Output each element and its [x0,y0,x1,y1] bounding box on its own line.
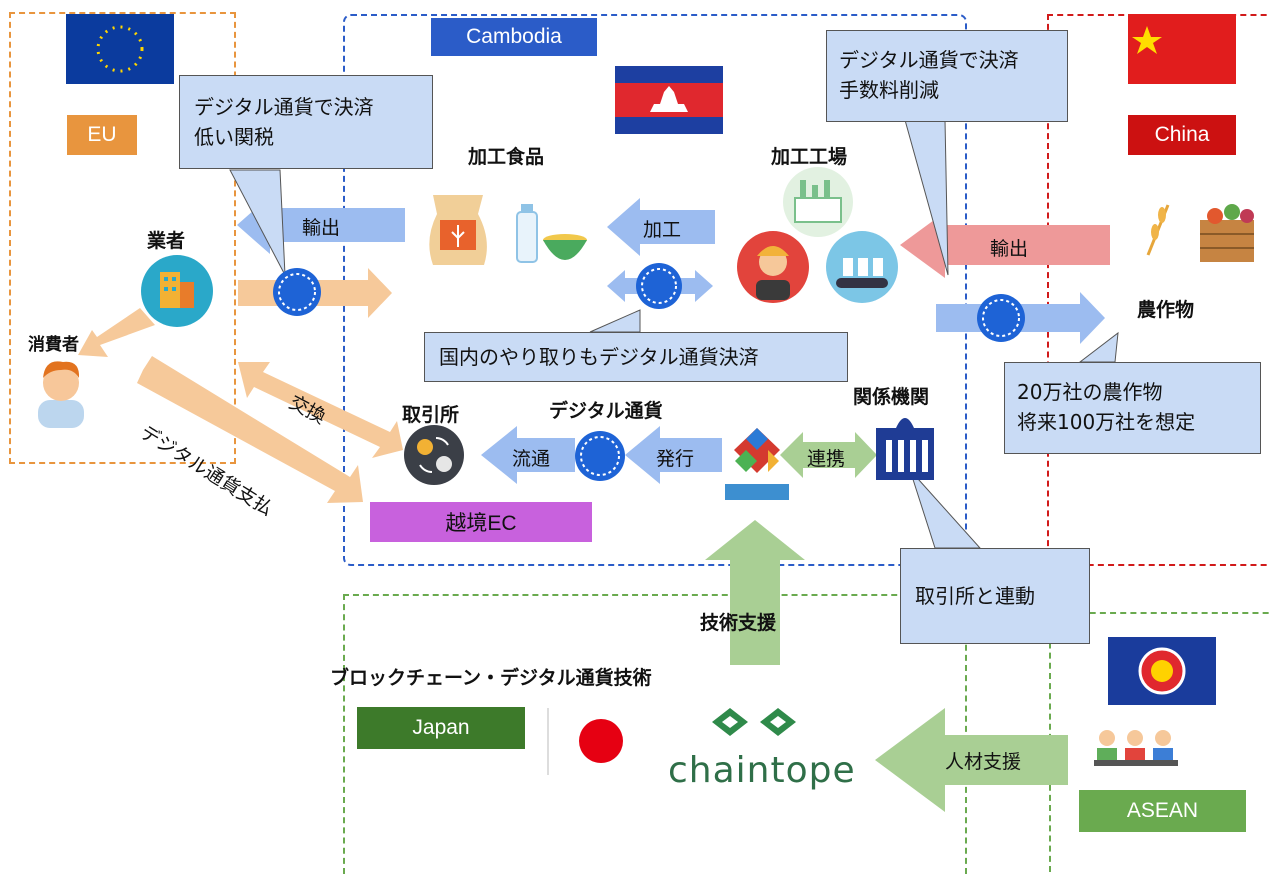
consumer-arrow [78,308,155,357]
crops-callout: 20万社の農作物 将来100万社を想定 [1004,362,1261,454]
tech-support-title: 技術支援 [700,612,777,634]
japan-region [343,594,967,874]
circulation-label: 流通 [512,448,551,470]
callout-text: 20万社の農作物 将来100万社を想定 [1017,380,1196,434]
china-payment-callout: デジタル通貨で決済 手数料削減 [826,30,1068,122]
cambodia-flag-icon [615,66,723,134]
cereal-bowl-icon [516,204,587,263]
china-label: China [1128,115,1236,155]
consumer-icon [38,361,84,428]
export-eu-label: 輸出 [302,217,341,239]
factory-icon [783,167,853,237]
crops-icon [1146,204,1254,262]
issuance-arrow [625,426,722,484]
export-china-label: 輸出 [990,238,1029,260]
digital-currency-title: デジタル通貨 [549,400,663,422]
linkage-callout: 取引所と連動 [900,548,1090,644]
building-icon [141,255,213,327]
linkage-callout-pointer [909,469,982,549]
coin-icon [575,431,625,481]
domestic-callout-pointer [589,309,641,333]
coin-icon [636,263,682,309]
tech-support-arrow [705,520,805,665]
agency-title: 関係機関 [853,386,930,408]
export-china-arrow [900,212,1110,278]
asean-flag-icon [1108,637,1216,705]
cooperation-label: 連携 [807,448,846,470]
factory-title: 加工工場 [771,146,848,168]
eu-label: EU [67,115,137,155]
eu-callout-pointer [229,169,286,276]
japan-label: Japan [357,707,525,749]
processing-label: 加工 [643,219,682,241]
currency-logo-icon [725,428,789,500]
coin-icon [977,294,1025,342]
circulation-arrow [481,426,575,484]
crops-title: 農作物 [1137,299,1195,321]
eu-flag-icon [66,14,174,84]
coin-icon [273,268,321,316]
asean-label: ASEAN [1079,790,1246,832]
callout-text: デジタル通貨で決済 低い関税 [194,95,374,149]
exchange-icon [404,425,464,485]
issuance-label: 発行 [656,448,695,470]
eu-region [9,12,236,464]
processing-arrow [607,198,715,256]
grain-sack-icon [429,195,487,265]
worker-icon [737,231,809,303]
chaintope-wordmark: chaintope [668,750,856,791]
cooperation-arrow [780,432,877,478]
hr-support-arrow [875,708,1068,812]
consumer-title: 消費者 [28,335,79,355]
digital-payment-arrow [137,356,363,503]
china-flag-icon [1128,14,1236,84]
eu-payment-callout: デジタル通貨で決済 低い関税 [179,75,433,169]
people-icon [1094,730,1178,766]
conveyor-icon [826,231,898,303]
domestic-callout: 国内のやり取りもデジタル通貨決済 [424,332,848,382]
callout-text: デジタル通貨で決済 手数料削減 [839,48,1019,102]
processed-food-title: 加工食品 [468,146,545,168]
callout-text: 国内のやり取りもデジタル通貨決済 [439,345,759,369]
exchange-title: 取引所 [402,404,460,426]
swap-arrow [238,362,403,458]
chaintope-logo-icon [712,708,796,736]
cambodia-label: Cambodia [431,18,597,56]
hr-support-label: 人材支援 [945,751,1022,773]
government-building-icon [876,418,934,480]
cross-border-ec-label: 越境EC [370,502,592,542]
blockchain-tech-title: ブロックチェーン・デジタル通貨技術 [330,667,652,689]
callout-text: 取引所と連動 [915,584,1035,608]
merchant-title: 業者 [147,230,186,252]
japan-flag-icon [579,719,623,763]
diagram-graphics [38,14,1254,812]
